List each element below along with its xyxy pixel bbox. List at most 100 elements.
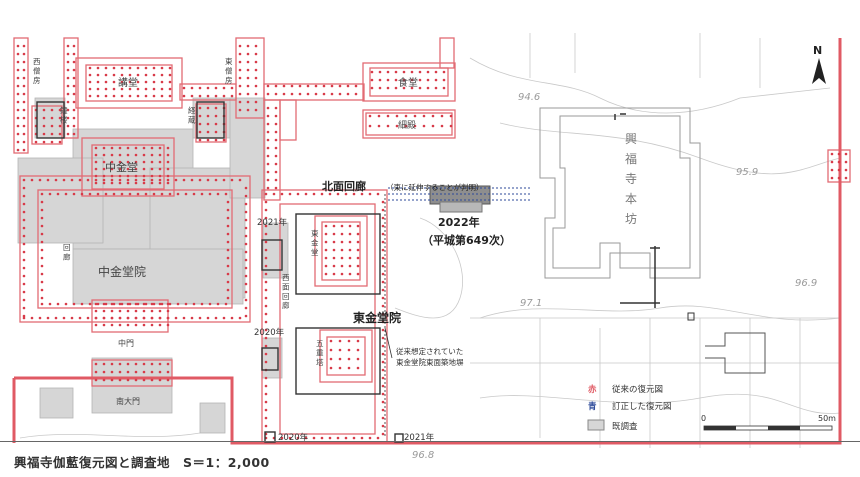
- column-dot: [274, 130, 278, 134]
- column-dot: [244, 274, 248, 278]
- column-dot: [96, 94, 100, 98]
- column-dot: [274, 84, 278, 88]
- column-dot: [158, 362, 162, 366]
- column-dot: [158, 153, 162, 157]
- column-dot: [126, 323, 130, 327]
- kodo-label: 講堂: [118, 76, 138, 89]
- column-dot: [226, 248, 230, 252]
- nishimen-kairo-label: 西面回廊: [282, 273, 290, 310]
- column-dot: [112, 87, 116, 91]
- column-dot: [88, 73, 92, 77]
- column-dot: [16, 92, 20, 96]
- column-dot: [158, 146, 162, 150]
- column-dot: [330, 92, 334, 96]
- column-dot: [244, 290, 248, 294]
- column-dot: [338, 92, 342, 96]
- column-dot: [72, 116, 76, 120]
- column-dot: [264, 328, 268, 332]
- column-dot: [40, 224, 44, 228]
- column-dot: [264, 296, 268, 300]
- column-dot: [134, 174, 138, 178]
- column-dot: [329, 357, 333, 361]
- column-dot: [216, 192, 220, 196]
- column-dot: [40, 302, 44, 306]
- column-dot: [144, 87, 148, 91]
- column-dot: [394, 78, 398, 82]
- column-dot: [348, 256, 352, 260]
- column-dot: [174, 178, 178, 182]
- column-dot: [40, 288, 44, 292]
- column-dot: [244, 186, 248, 190]
- column-dot: [288, 436, 292, 440]
- column-dot: [381, 232, 385, 236]
- column-dot: [440, 114, 444, 118]
- column-dot: [296, 436, 300, 440]
- column-dot: [88, 66, 92, 70]
- column-dot: [296, 192, 300, 196]
- column-dot: [226, 264, 230, 268]
- column-dot: [118, 362, 122, 366]
- column-dot: [347, 339, 351, 343]
- column-dot: [150, 316, 154, 320]
- column-dot: [22, 92, 26, 96]
- column-dot: [152, 80, 156, 84]
- column-dot: [102, 178, 106, 182]
- column-dot: [214, 138, 218, 142]
- column-dot: [312, 436, 316, 440]
- column-dot: [224, 302, 228, 306]
- column-dot: [22, 108, 26, 112]
- column-dot: [152, 66, 156, 70]
- column-dot: [22, 186, 26, 190]
- column-dot: [50, 140, 54, 144]
- column-dot: [160, 302, 164, 306]
- column-dot: [370, 86, 374, 90]
- column-dot: [160, 66, 164, 70]
- column-dot: [264, 200, 268, 204]
- honbo-walls: [614, 113, 660, 308]
- column-dot: [410, 78, 414, 82]
- legend-red-key: 赤: [588, 384, 597, 395]
- column-dot: [58, 140, 62, 144]
- column-dot: [266, 114, 270, 118]
- column-dot: [22, 76, 26, 80]
- column-dot: [96, 80, 100, 84]
- column-dot: [246, 68, 250, 72]
- column-dot: [58, 132, 62, 136]
- column-dot: [348, 272, 352, 276]
- figure-caption: 興福寺伽藍復元図と調査地 S＝1：2,000: [14, 455, 270, 470]
- column-dot: [381, 400, 385, 404]
- column-dot: [104, 73, 108, 77]
- column-dot: [304, 436, 308, 440]
- column-dot: [96, 87, 100, 91]
- column-dot: [222, 138, 226, 142]
- column-dot: [118, 378, 122, 382]
- column-dot: [238, 76, 242, 80]
- column-dot: [226, 208, 230, 212]
- column-dot: [274, 178, 278, 182]
- column-dot: [386, 114, 390, 118]
- column-dot: [338, 84, 342, 88]
- column-dot: [274, 138, 278, 142]
- scale-end: 50m: [818, 414, 836, 423]
- honbo-building: [539, 107, 701, 279]
- column-dot: [274, 170, 278, 174]
- column-dot: [434, 86, 438, 90]
- column-dot: [72, 76, 76, 80]
- column-dot: [94, 370, 98, 374]
- column-dot: [198, 114, 202, 118]
- column-dot: [381, 368, 385, 372]
- column-dot: [434, 78, 438, 82]
- column-dot: [78, 316, 82, 320]
- column-dot: [22, 266, 26, 270]
- column-dot: [290, 84, 294, 88]
- column-dot: [336, 436, 340, 440]
- column-dot: [134, 146, 138, 150]
- column-dot: [142, 160, 146, 164]
- column-dot: [22, 140, 26, 144]
- column-dot: [72, 108, 76, 112]
- nandaimon-label: 南大門: [116, 396, 140, 406]
- legend-blue-key: 青: [588, 401, 597, 412]
- column-dot: [94, 378, 98, 382]
- column-dot: [348, 248, 352, 252]
- column-dot: [312, 192, 316, 196]
